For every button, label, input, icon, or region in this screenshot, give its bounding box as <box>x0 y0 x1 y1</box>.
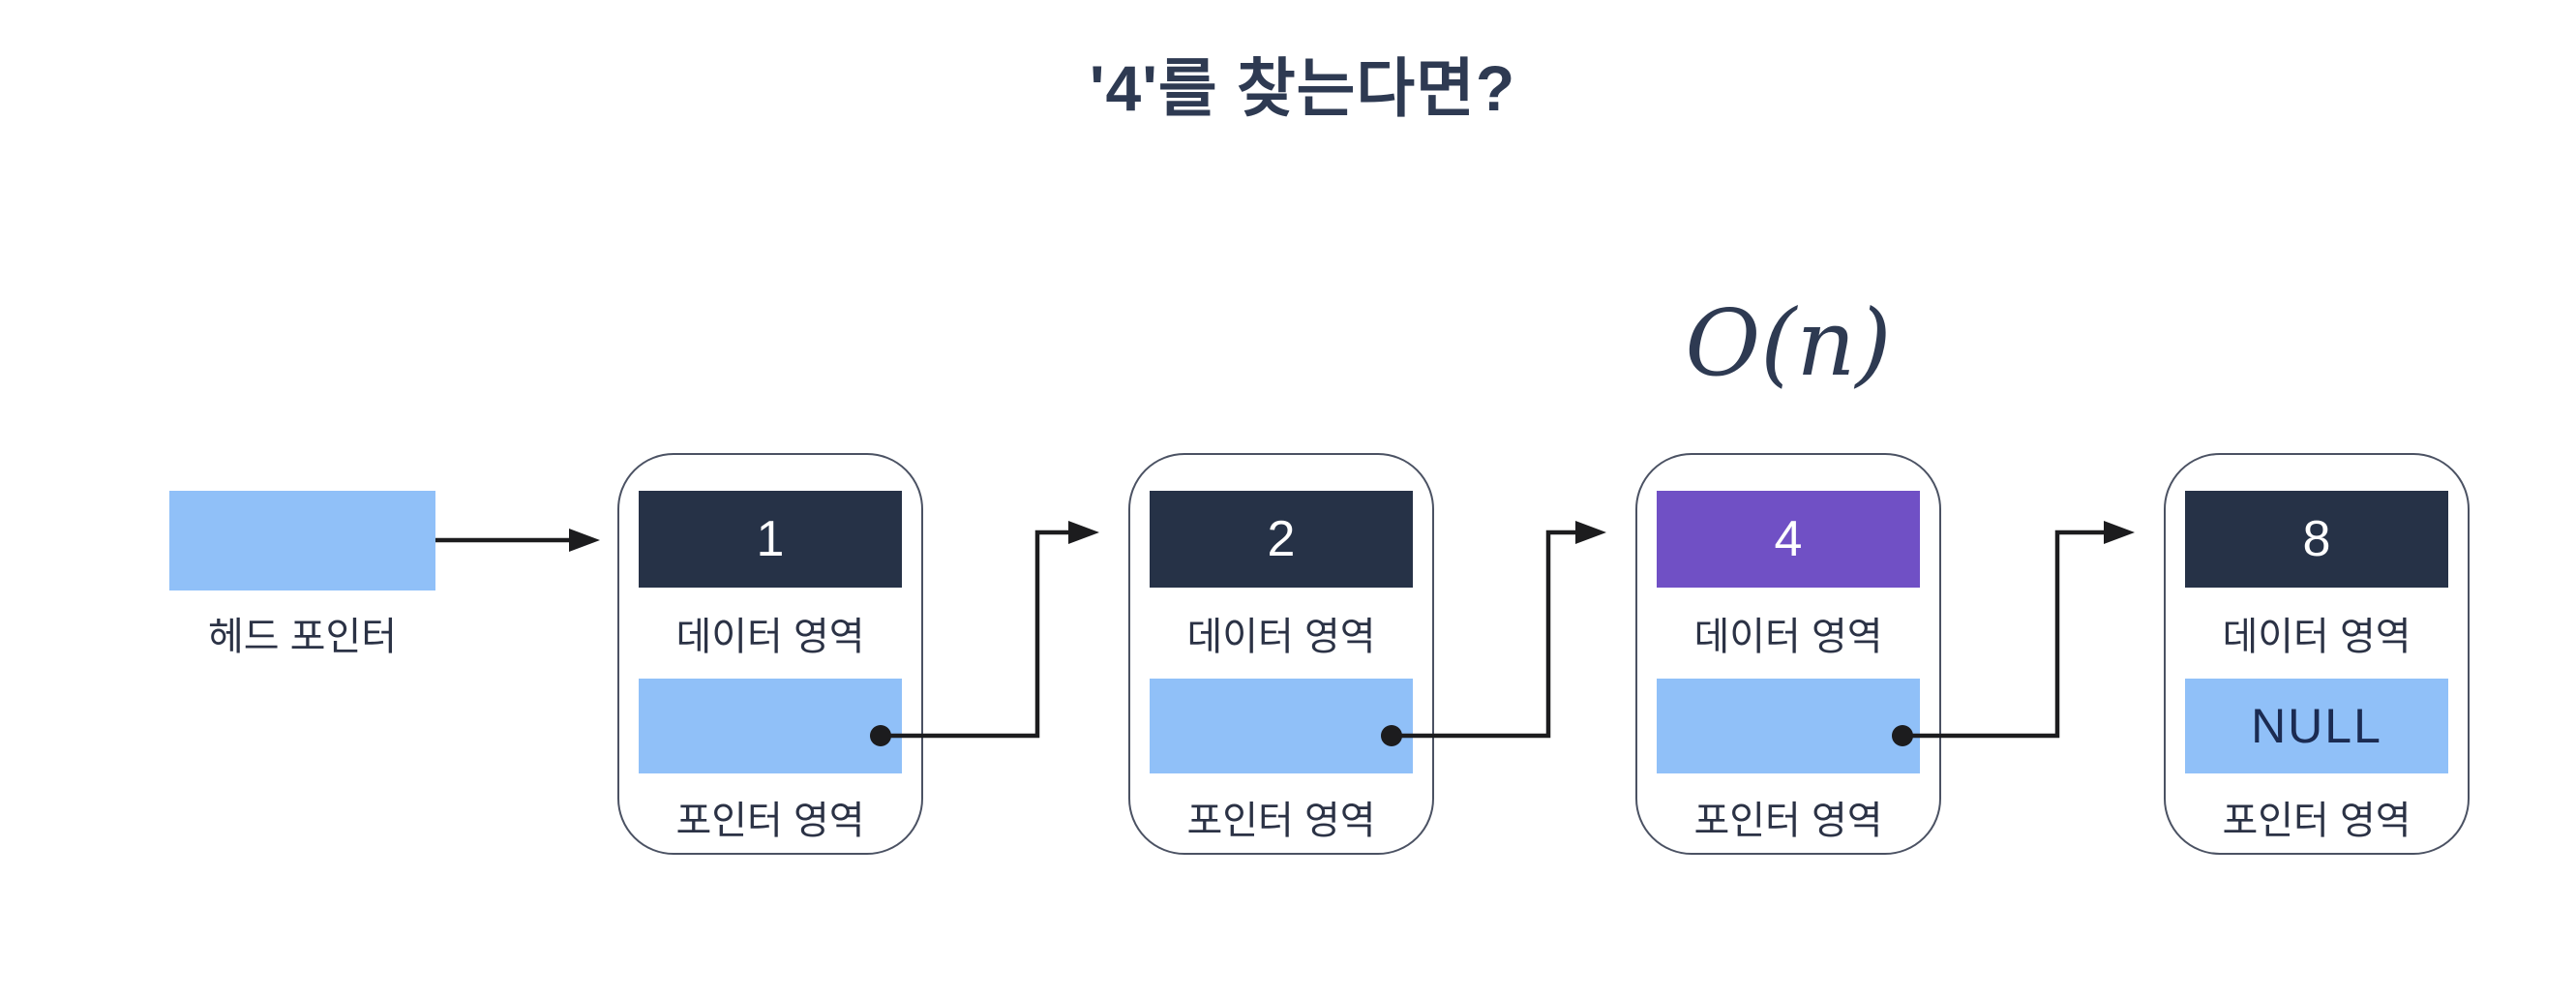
head-arrow <box>435 529 600 552</box>
head-pointer-box <box>169 491 435 590</box>
node-pointer-label: 포인터 영역 <box>675 800 865 842</box>
head-pointer-label: 헤드 포인터 <box>207 616 398 658</box>
linked-list-node: 8 데이터 영역 NULL 포인터 영역 <box>2164 453 2470 855</box>
linked-list-node: 2 데이터 영역 포인터 영역 <box>1128 453 1434 855</box>
node-data-label: 데이터 영역 <box>675 616 865 658</box>
node-pointer-label: 포인터 영역 <box>1693 800 1883 842</box>
node-pointer-box <box>1150 679 1413 773</box>
node-data-label: 데이터 영역 <box>1186 616 1376 658</box>
page-title: '4'를 찾는다면? <box>1089 52 1516 124</box>
node-data-box: 4 <box>1657 491 1920 588</box>
node-pointer-label: 포인터 영역 <box>1186 800 1376 842</box>
node-data-box: 8 <box>2185 491 2448 588</box>
node-value: 1 <box>756 511 785 567</box>
node-data-box: 2 <box>1150 491 1413 588</box>
node-data-label: 데이터 영역 <box>2222 616 2411 658</box>
node-pointer-box <box>1657 679 1920 773</box>
node-pointer-value: NULL <box>2251 699 2382 753</box>
node-data-label: 데이터 영역 <box>1693 616 1883 658</box>
node-pointer-label: 포인터 영역 <box>2222 800 2411 842</box>
complexity-label: O(n) <box>1685 290 1892 397</box>
node-value: 8 <box>2302 511 2331 567</box>
node-value: 4 <box>1774 511 1803 567</box>
linked-list-node: 4 데이터 영역 포인터 영역 <box>1635 453 1941 855</box>
node-data-box: 1 <box>639 491 902 588</box>
node-pointer-box <box>639 679 902 773</box>
node-value: 2 <box>1267 511 1296 567</box>
node-pointer-box: NULL <box>2185 679 2448 773</box>
linked-list-node: 1 데이터 영역 포인터 영역 <box>617 453 923 855</box>
